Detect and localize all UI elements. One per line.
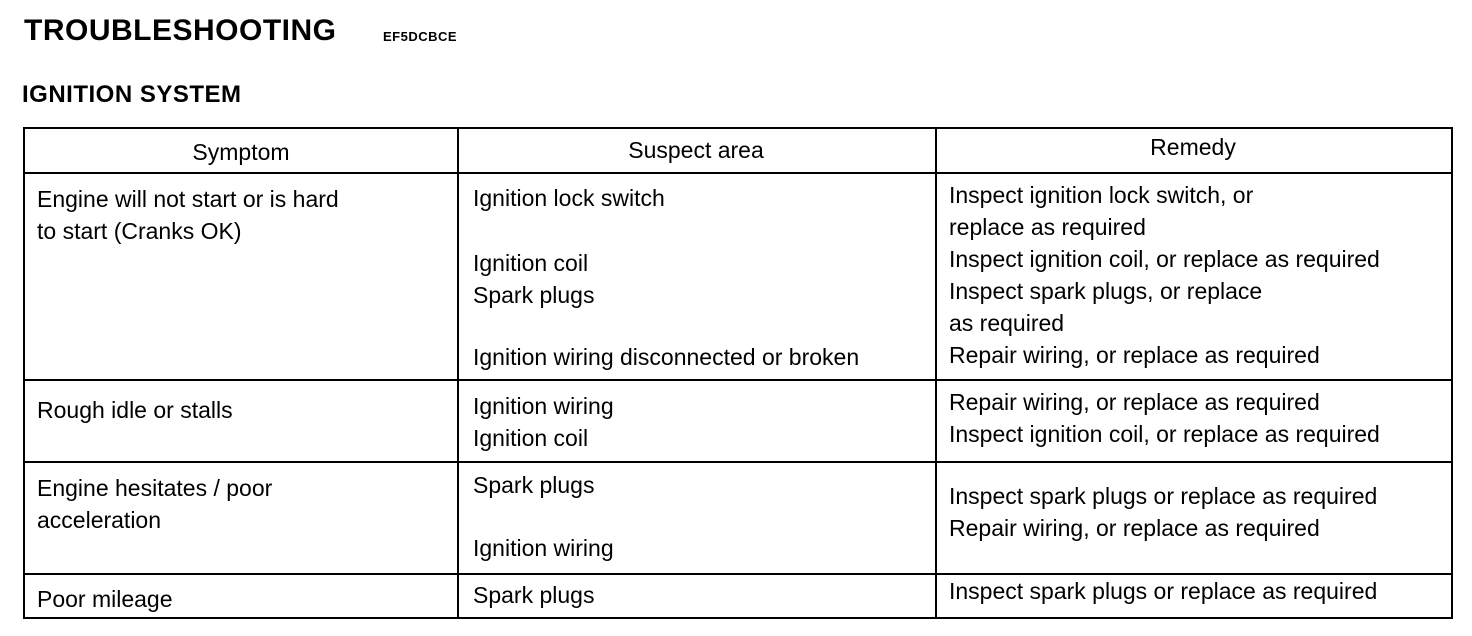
remedy-line: Inspect spark plugs or replace as requir… — [949, 483, 1378, 509]
troubleshooting-table: Symptom Suspect area Remedy Engine will … — [23, 127, 1453, 619]
header-divider — [25, 172, 1451, 174]
row-divider — [25, 461, 1451, 463]
suspect-line: Ignition coil — [473, 250, 589, 276]
document-code: EF5DCBCE — [383, 29, 458, 44]
remedy-line: Inspect ignition lock switch, or — [949, 182, 1254, 208]
remedy-line: Inspect spark plugs, or replace — [949, 278, 1263, 304]
suspect-line: Ignition coil — [473, 425, 589, 451]
suspect-line: Ignition wiring — [473, 393, 614, 419]
column-header-symptom: Symptom — [192, 139, 290, 165]
column-header-suspect-area: Suspect area — [628, 137, 764, 163]
symptom-line: Rough idle or stalls — [37, 397, 233, 423]
symptom-line: acceleration — [37, 507, 162, 533]
suspect-line: Spark plugs — [473, 582, 595, 608]
symptom-line: Poor mileage — [37, 586, 173, 612]
row-divider — [25, 573, 1451, 575]
column-divider — [457, 129, 459, 617]
remedy-line: Repair wiring, or replace as required — [949, 515, 1320, 541]
remedy-line: Inspect ignition coil, or replace as req… — [949, 246, 1380, 272]
symptom-line: Engine hesitates / poor — [37, 475, 273, 501]
row-divider — [25, 379, 1451, 381]
remedy-line: Repair wiring, or replace as required — [949, 389, 1320, 415]
section-title: IGNITION SYSTEM — [22, 81, 242, 108]
column-divider — [935, 129, 937, 617]
remedy-line: as required — [949, 310, 1065, 336]
remedy-line: Inspect spark plugs or replace as requir… — [949, 578, 1378, 604]
symptom-line: to start (Cranks OK) — [37, 218, 242, 244]
remedy-line: replace as required — [949, 214, 1146, 240]
suspect-line: Spark plugs — [473, 282, 595, 308]
remedy-line: Inspect ignition coil, or replace as req… — [949, 421, 1380, 447]
suspect-line: Spark plugs — [473, 472, 595, 498]
suspect-line: Ignition wiring — [473, 535, 614, 561]
suspect-line: Ignition lock switch — [473, 185, 665, 211]
page-title: TROUBLESHOOTING — [24, 14, 337, 47]
symptom-line: Engine will not start or is hard — [37, 186, 339, 212]
remedy-line: Repair wiring, or replace as required — [949, 342, 1320, 368]
column-header-remedy: Remedy — [1150, 134, 1236, 160]
suspect-line: Ignition wiring disconnected or broken — [473, 344, 860, 370]
